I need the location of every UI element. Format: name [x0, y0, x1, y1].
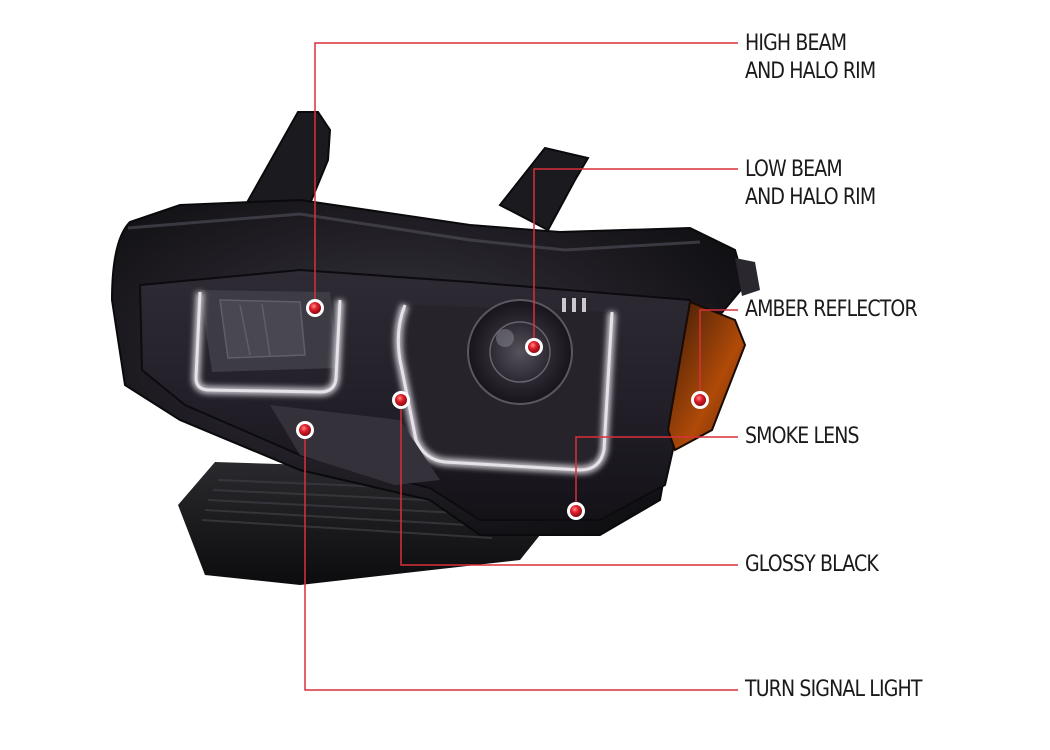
marker-dots [296, 299, 709, 520]
leader-smoke-lens [575, 436, 738, 511]
label-low-beam-line-1: LOW BEAM [745, 157, 843, 182]
marker-high-beam [306, 299, 324, 317]
marker-glossy-black [392, 391, 410, 409]
top-ridge [127, 212, 701, 252]
leader-high-beam [314, 42, 738, 308]
headlight-housing [110, 111, 760, 585]
amber-reflector-lens [666, 300, 747, 452]
upper-right-tab [498, 146, 590, 232]
label-turn-signal: TURN SIGNAL LIGHT [745, 676, 994, 704]
leader-amber-reflector [699, 309, 738, 400]
label-high-beam: HIGH BEAM AND HALO RIM [745, 30, 994, 86]
label-smoke-lens-line-1: SMOKE LENS [745, 424, 860, 449]
marker-smoke-lens [567, 502, 585, 520]
label-glossy-black-line-1: GLOSSY BLACK [745, 552, 879, 577]
projector-lens [467, 299, 573, 405]
label-glossy-black: GLOSSY BLACK [745, 551, 994, 579]
leader-glossy-black [400, 400, 738, 566]
label-amber-reflector-line-1: AMBER REFLECTOR [745, 297, 918, 322]
label-high-beam-line-1: HIGH BEAM [745, 31, 847, 56]
leader-turn-signal [304, 430, 738, 691]
leader-low-beam [533, 168, 738, 347]
side-connector [735, 258, 760, 296]
high-beam-facets [219, 299, 306, 359]
label-low-beam: LOW BEAM AND HALO RIM [745, 156, 994, 212]
label-turn-signal-line-1: TURN SIGNAL LIGHT [745, 677, 922, 702]
marker-low-beam [525, 338, 543, 356]
vent-slits [562, 298, 586, 312]
marker-turn-signal [296, 421, 314, 439]
label-amber-reflector: AMBER REFLECTOR [745, 296, 994, 324]
label-high-beam-line-2: AND HALO RIM [745, 59, 876, 84]
leader-lines [304, 42, 738, 691]
lower-reflector [270, 405, 440, 485]
marker-amber-reflector [691, 391, 709, 409]
label-smoke-lens: SMOKE LENS [745, 423, 994, 451]
label-low-beam-line-2: AND HALO RIM [745, 185, 876, 210]
